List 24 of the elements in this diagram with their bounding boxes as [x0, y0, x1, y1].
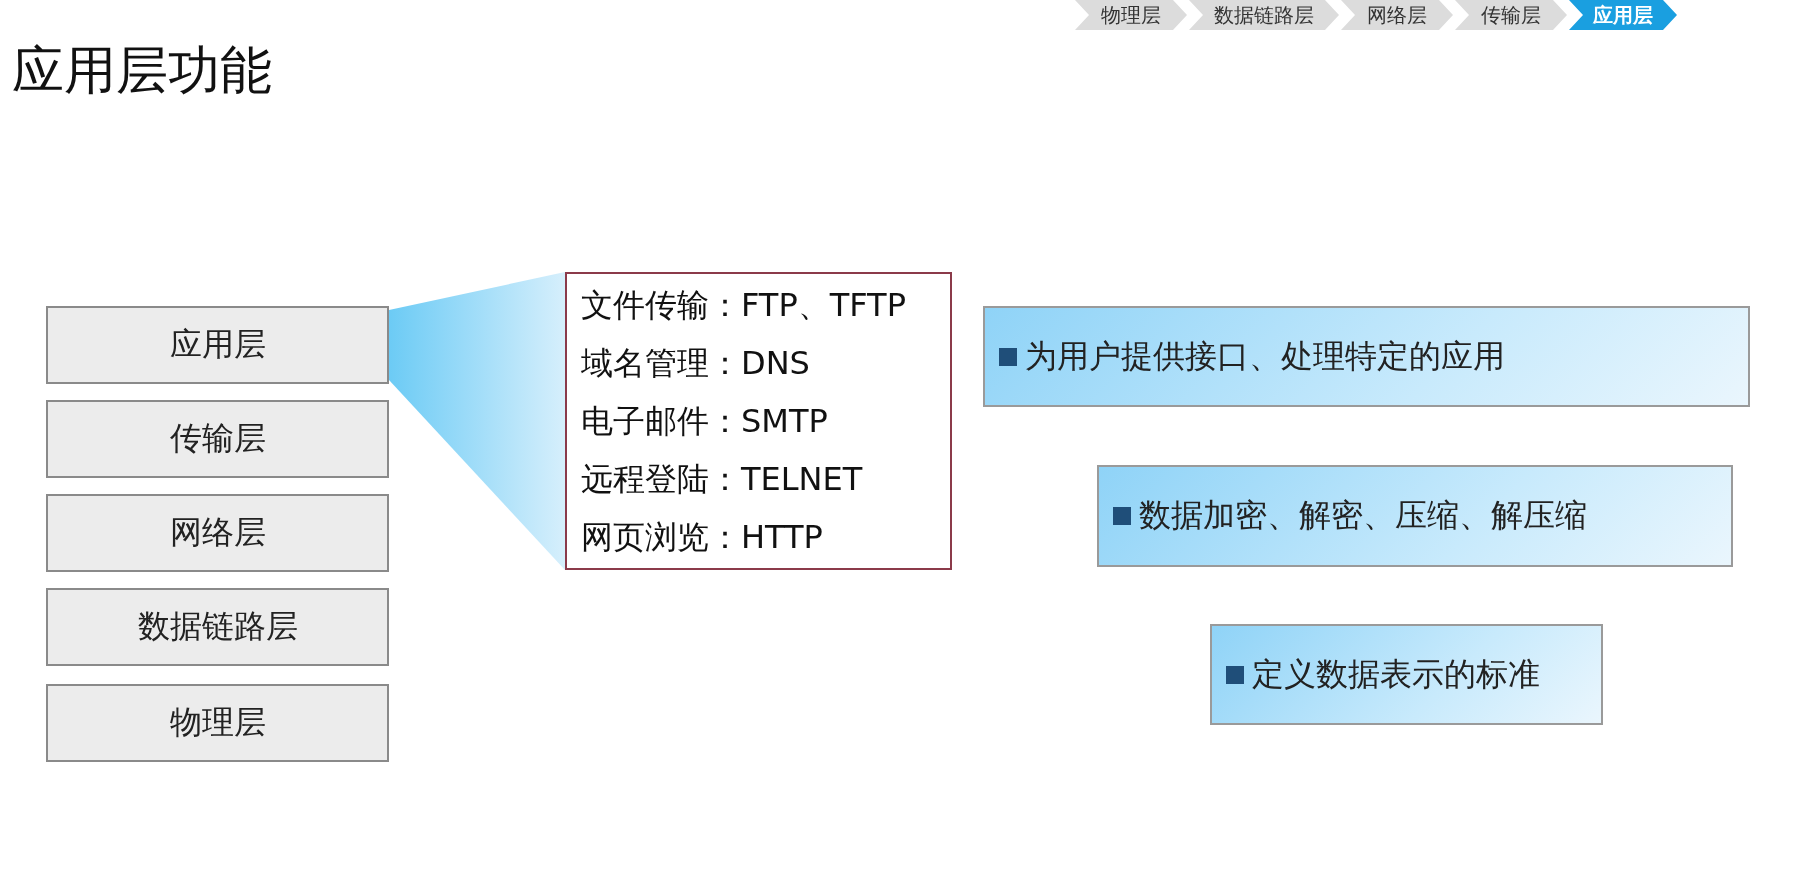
breadcrumb-step: 传输层 [1455, 0, 1567, 30]
function-text: 定义数据表示的标准 [1252, 653, 1540, 695]
layer-box: 传输层 [46, 400, 389, 478]
breadcrumb-step: 物理层 [1075, 0, 1187, 30]
layer-box: 物理层 [46, 684, 389, 762]
title: 应用层功能 [12, 39, 272, 102]
protocol-box [565, 272, 952, 570]
layer-box: 网络层 [46, 494, 389, 572]
function-box [983, 306, 1750, 407]
protocol-line: 网页浏览：HTTP [581, 517, 824, 558]
layer-box: 应用层 [46, 306, 389, 384]
zoom-fan [389, 272, 565, 570]
protocol-line: 远程登陆：TELNET [581, 459, 864, 500]
function-box [1097, 465, 1733, 567]
protocol-line: 文件传输：FTP、TFTP [581, 285, 907, 326]
function-box [1210, 624, 1603, 725]
function-text: 数据加密、解密、压缩、解压缩 [1139, 495, 1587, 536]
layer-box: 数据链路层 [46, 588, 389, 666]
function-text: 为用户提供接口、处理特定的应用 [1025, 335, 1505, 377]
protocol-line: 电子邮件：SMTP [581, 401, 829, 442]
breadcrumb-step: 数据链路层 [1189, 0, 1339, 30]
breadcrumb-step: 网络层 [1341, 0, 1453, 30]
protocol-line: 域名管理：DNS [581, 343, 811, 384]
breadcrumb-step: 应用层 [1569, 0, 1677, 30]
